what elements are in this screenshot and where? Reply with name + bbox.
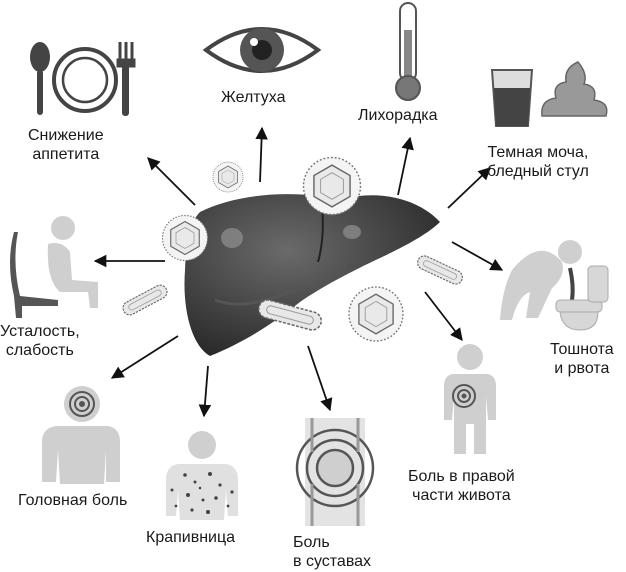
- label-headache: Головная боль: [18, 492, 128, 509]
- label-fatigue: Усталость,слабость: [0, 323, 80, 359]
- arrows: [93, 126, 504, 418]
- person-abdominal-pain-icon: [444, 344, 496, 454]
- eye-icon: [202, 27, 322, 73]
- urine-glass-icon: [490, 69, 534, 127]
- plate-fork-spoon-icon: [30, 42, 136, 116]
- person-rash-icon: [166, 431, 238, 520]
- person-sitting-icon: [10, 216, 98, 318]
- stool-icon: [541, 61, 608, 117]
- label-fever: Лихорадка: [358, 107, 438, 124]
- label-urine: Темная моча,бледный стул: [487, 144, 589, 180]
- liver-icon: [184, 194, 440, 356]
- person-vomiting-icon: [500, 240, 609, 331]
- label-jaundice: Желтуха: [221, 89, 286, 106]
- knee-joint-icon: [295, 418, 375, 526]
- thermometer-icon: [395, 2, 421, 101]
- label-hives: Крапивница: [146, 529, 236, 546]
- person-headache-icon: [42, 386, 120, 484]
